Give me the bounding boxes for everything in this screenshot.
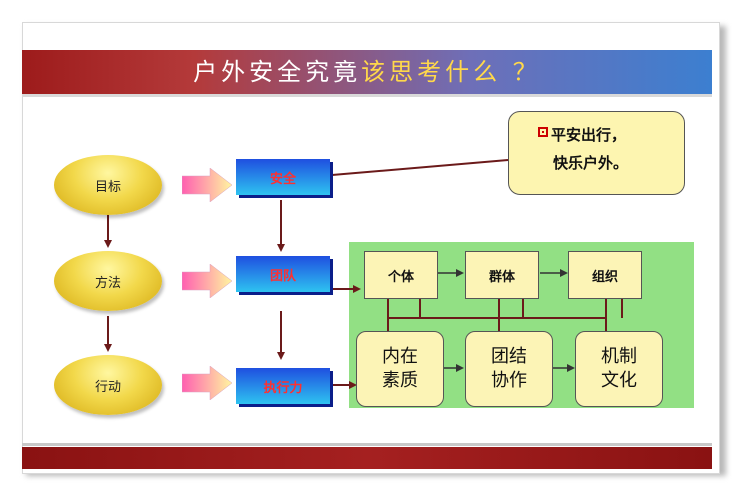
title-bar: 户外安全究竟该思考什么 ？ — [22, 50, 712, 94]
fat-arrow-2 — [182, 264, 232, 298]
box-mechanism-culture: 机制文化 — [575, 331, 663, 407]
box-teamwork-line1: 团结 — [491, 346, 527, 367]
box-group: 群体 — [465, 251, 539, 299]
box-teamwork: 团结协作 — [465, 331, 553, 407]
box-team-label: 团队 — [269, 268, 296, 284]
fat-arrow-1 — [182, 168, 232, 202]
box-individual: 个体 — [364, 251, 438, 299]
page-title: 户外安全究竟该思考什么 ？ — [22, 50, 712, 94]
callout-line-2: 快乐户外。 — [553, 154, 629, 172]
box-inner-quality-line1: 内在 — [382, 346, 418, 367]
box-safety: 安全 — [236, 159, 330, 195]
box-individual-label: 个体 — [387, 269, 414, 285]
box-organization-label: 组织 — [591, 269, 618, 285]
oval-action: 行动 — [54, 355, 162, 415]
fat-arrow-3 — [182, 366, 232, 400]
box-execution: 执行力 — [236, 368, 330, 404]
box-group-label: 群体 — [488, 269, 515, 285]
oval-method-label: 方法 — [94, 275, 121, 291]
box-inner-quality: 内在素质 — [356, 331, 444, 407]
box-mechanism-culture-line2: 文化 — [601, 370, 637, 391]
title-part-2: 该思考什么 ？ — [361, 58, 541, 86]
box-organization: 组织 — [568, 251, 642, 299]
callout-line-1: 平安出行， — [551, 126, 627, 144]
oval-method: 方法 — [54, 251, 162, 311]
callout-bubble: 平安出行， 快乐户外。 — [508, 111, 685, 195]
box-execution-label: 执行力 — [263, 380, 303, 396]
title-part-1: 户外安全究竟 — [193, 58, 362, 86]
box-team: 团队 — [236, 256, 330, 292]
oval-action-label: 行动 — [94, 379, 121, 395]
box-safety-label: 安全 — [269, 171, 296, 187]
bottom-divider — [22, 443, 712, 446]
oval-goal-label: 目标 — [94, 179, 121, 195]
box-inner-quality-line2: 素质 — [382, 370, 418, 391]
title-divider — [22, 94, 712, 97]
oval-goal: 目标 — [54, 155, 162, 215]
box-mechanism-culture-line1: 机制 — [601, 346, 637, 367]
square-bullet-icon — [538, 127, 548, 137]
box-teamwork-line2: 协作 — [491, 370, 527, 391]
bottom-bar — [22, 447, 712, 469]
